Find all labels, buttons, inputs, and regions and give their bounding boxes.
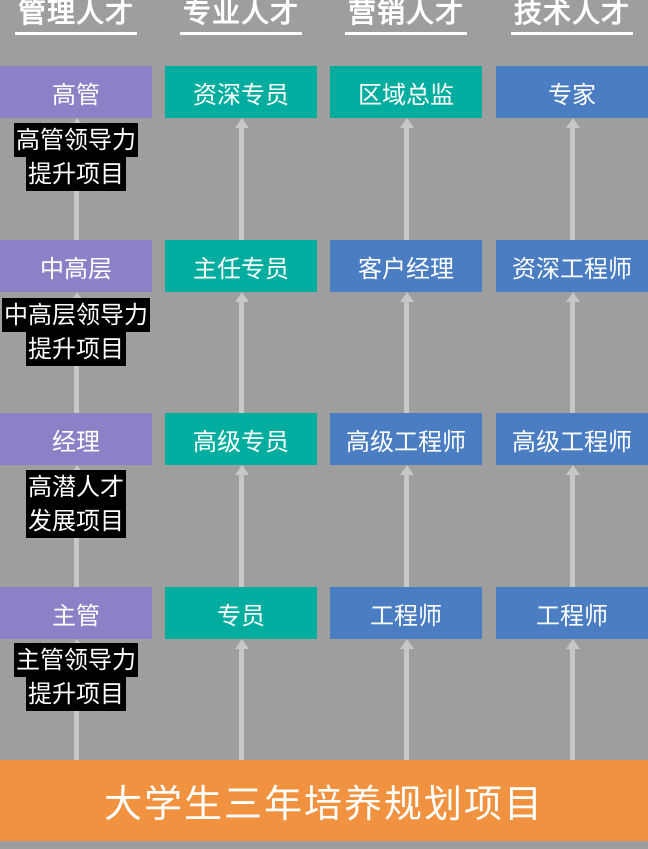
column-header-marketing: 营销人才 [330, 0, 482, 35]
banner-training-program: 大学生三年培养规划项目 [0, 760, 648, 841]
up-arrow-connector [234, 639, 249, 760]
box-advanced-engineer: 高级工程师 [496, 413, 648, 465]
box-specialist: 专员 [165, 587, 317, 639]
note-line: 中高层领导力 [2, 298, 150, 332]
note-line: 发展项目 [26, 504, 126, 538]
box-account-manager: 客户经理 [330, 240, 482, 292]
up-arrow-connector [399, 118, 414, 240]
box-senior-specialist: 资深专员 [165, 66, 317, 118]
note-executive-leadership-program: 高管领导力 提升项目 [0, 123, 156, 191]
column-header-technical: 技术人才 [496, 0, 648, 35]
up-arrow-connector [565, 292, 580, 413]
note-mid-senior-leadership-program: 中高层领导力 提升项目 [0, 298, 156, 366]
up-arrow-connector [234, 465, 249, 587]
note-line: 提升项目 [26, 332, 126, 366]
box-engineer: 工程师 [496, 587, 648, 639]
column-header-label: 管理人才 [14, 0, 137, 35]
box-engineer-marketing: 工程师 [330, 587, 482, 639]
up-arrow-connector [234, 118, 249, 240]
up-arrow-connector [565, 465, 580, 587]
note-line: 提升项目 [26, 157, 126, 191]
box-advanced-specialist: 高级专员 [165, 413, 317, 465]
note-line: 提升项目 [26, 677, 126, 711]
note-line: 高管领导力 [14, 123, 138, 157]
box-regional-director: 区域总监 [330, 66, 482, 118]
column-header-label: 营销人才 [344, 0, 467, 35]
box-manager: 经理 [0, 413, 152, 465]
note-supervisor-leadership-program: 主管领导力 提升项目 [0, 643, 156, 711]
up-arrow-connector [399, 465, 414, 587]
box-supervisor: 主管 [0, 587, 152, 639]
box-expert: 专家 [496, 66, 648, 118]
column-header-label: 专业人才 [179, 0, 302, 35]
banner-text: 大学生三年培养规划项目 [103, 782, 544, 826]
box-chief-specialist: 主任专员 [165, 240, 317, 292]
up-arrow-connector [234, 292, 249, 413]
box-executive: 高管 [0, 66, 152, 118]
note-high-potential-program: 高潜人才 发展项目 [0, 470, 156, 538]
box-senior-engineer-marketing: 高级工程师 [330, 413, 482, 465]
up-arrow-connector [399, 639, 414, 760]
box-senior-engineer: 资深工程师 [496, 240, 648, 292]
note-line: 主管领导力 [14, 643, 138, 677]
up-arrow-connector [565, 639, 580, 760]
up-arrow-connector [565, 118, 580, 240]
column-header-management: 管理人才 [0, 0, 152, 35]
box-mid-senior: 中高层 [0, 240, 152, 292]
column-header-professional: 专业人才 [165, 0, 317, 35]
note-line: 高潜人才 [26, 470, 126, 504]
up-arrow-connector [399, 292, 414, 413]
column-header-label: 技术人才 [510, 0, 633, 35]
